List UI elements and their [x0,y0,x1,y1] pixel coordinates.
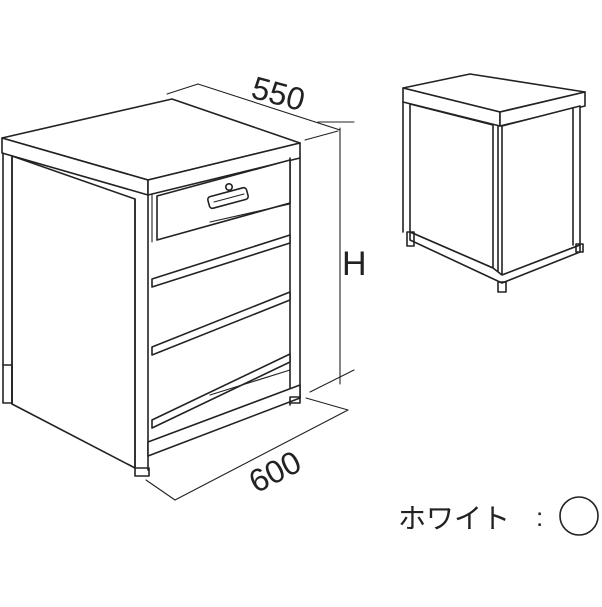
dimension-lines [145,83,355,501]
cabinet-left-side-panel [11,155,136,469]
color-legend: ホワイト : [398,496,599,536]
closed-cabinet-plinth [409,231,581,284]
color-legend-separator: : [536,502,543,532]
drawer-lock-icon [225,183,234,192]
cabinet-foot [497,281,507,293]
cabinet-foot [289,396,301,404]
depth-dimension-label: 550 [248,69,309,118]
cabinet-foot [2,364,13,404]
cabinet-plinth [147,384,301,457]
cabinet-foot [575,243,584,253]
shelf-1 [151,234,291,288]
shelf-2 [151,291,291,356]
height-dimension-label: H [342,245,367,283]
drawer-handle-icon [207,186,249,210]
open-cabinet-front-view [1,98,301,477]
white-color-swatch [559,496,599,536]
closed-cabinet-back-view [402,73,586,293]
closed-cabinet-top-front-edge [499,91,586,127]
cabinet-foot [406,231,415,247]
cabinet-foot [134,467,150,477]
width-dimension-label: 600 [243,444,307,500]
color-legend-label: ホワイト [398,503,510,534]
